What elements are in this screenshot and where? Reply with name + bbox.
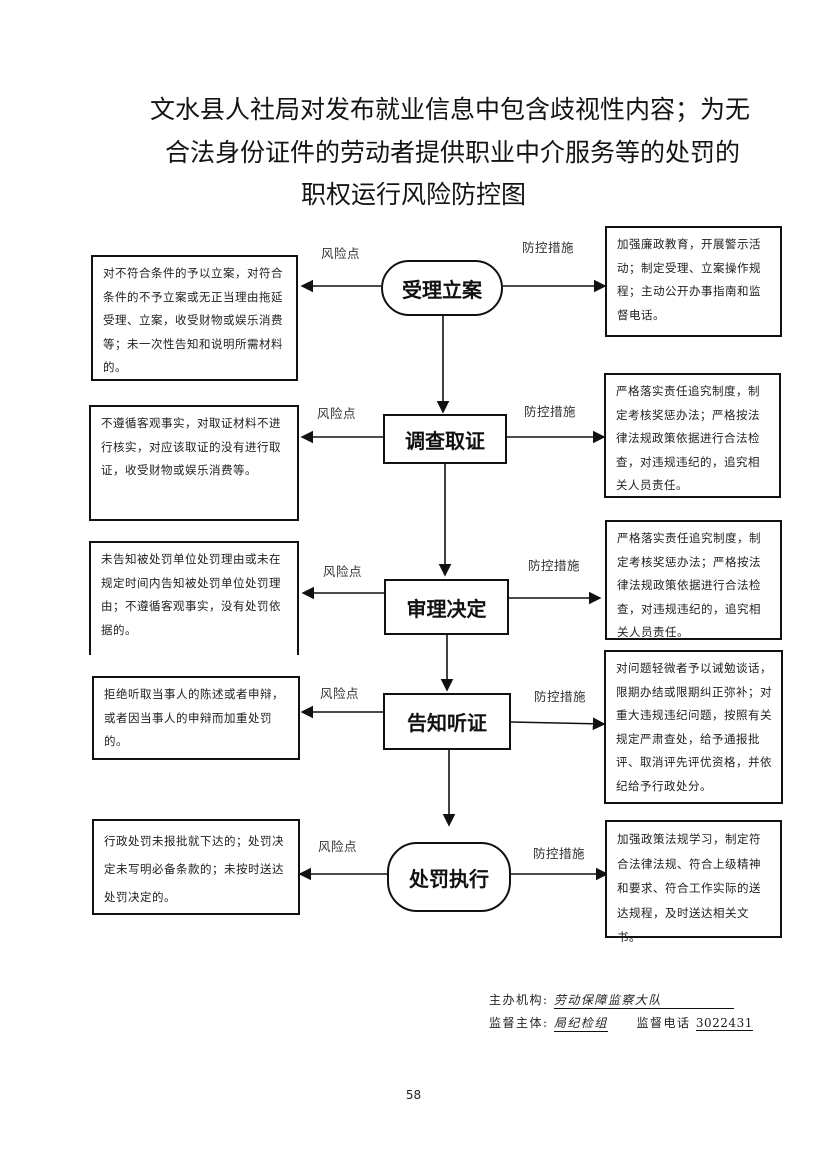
control-text-1: 加强廉政教育，开展警示活动；制定受理、立案操作规程；主动公开办事指南和监督电话。	[617, 237, 761, 322]
control-text-3: 严格落实责任追究制度，制定考核奖惩办法；严格按法律法规政策依据进行合法检查，对违…	[617, 531, 761, 639]
step-4-node: 告知听证	[383, 693, 511, 750]
title-line-3: 职权运行风险防控图	[300, 180, 526, 209]
page-number: 58	[405, 1088, 422, 1102]
organizer-label: 主办机构:	[489, 993, 549, 1007]
step-1-node: 受理立案	[381, 260, 503, 316]
control-label-5: 防控措施	[533, 846, 586, 861]
risk-label-4: 风险点	[320, 686, 360, 701]
organizer-value: 劳动保障监察大队	[553, 991, 734, 1009]
control-label-1: 防控措施	[522, 240, 575, 255]
control-arrow-4	[510, 717, 606, 731]
control-text-4: 对问题轻微者予以诫勉谈话，限期办结或限期纠正弥补；对重大违规违纪问题，按照有关规…	[616, 661, 772, 793]
control-box-5: 加强政策法规学习，制定符合法律法规、符合上级精神和要求、符合工作实际的送达规程，…	[605, 820, 782, 944]
step-4-label: 告知听证	[407, 711, 487, 735]
step-5-label: 处罚执行	[409, 866, 489, 891]
control-box-4: 对问题轻微者予以诫勉谈话，限期办结或限期纠正弥补；对重大违规违纪问题，按照有关规…	[604, 650, 783, 804]
risk-text-1: 对不符合条件的予以立案，对符合条件的不予立案或无正当理由拖延受理、立案，收受财物…	[103, 266, 283, 374]
risk-label-1: 风险点	[321, 246, 361, 261]
control-box-3: 严格落实责任追究制度，制定考核奖惩办法；严格按法律法规政策依据进行合法检查，对违…	[605, 520, 782, 640]
control-box-2: 严格落实责任追究制度，制定考核奖惩办法；严格按法律法规政策依据进行合法检查，对违…	[604, 373, 781, 498]
step-1-label: 受理立案	[402, 277, 482, 302]
risk-label-2: 风险点	[317, 406, 357, 421]
phone-value: 3022431	[695, 1016, 753, 1031]
supervisor-value: 局纪检组	[553, 1016, 608, 1032]
step-2-node: 调查取证	[383, 414, 507, 464]
risk-box-2: 不遵循客观事实，对取证材料不进行核实，对应该取证的没有进行取证，收受财物或娱乐消…	[89, 405, 299, 521]
control-box-1: 加强廉政教育，开展警示活动；制定受理、立案操作规程；主动公开办事指南和监督电话。	[605, 226, 782, 337]
risk-box-5: 行政处罚未报批就下达的；处罚决定未写明必备条款的；未按时送达处罚决定的。	[92, 819, 300, 915]
control-label-2: 防控措施	[524, 404, 577, 419]
control-text-2: 严格落实责任追究制度，制定考核奖惩办法；严格按法律法规政策依据进行合法检查，对违…	[616, 384, 760, 492]
step-3-node: 审理决定	[384, 579, 509, 635]
risk-text-4: 拒绝听取当事人的陈述或者申辩，或者因当事人的申辩而加重处罚的。	[104, 687, 284, 748]
supervisor-label: 监督主体:	[489, 1016, 549, 1030]
step-3-label: 审理决定	[406, 596, 487, 621]
risk-box-4: 拒绝听取当事人的陈述或者申辩，或者因当事人的申辩而加重处罚的。	[92, 676, 300, 760]
control-label-4: 防控措施	[534, 689, 587, 704]
title-line-2: 合法身份证件的劳动者提供职业中介服务等的处罚的	[165, 138, 741, 167]
risk-text-2: 不遵循客观事实，对取证材料不进行核实，对应该取证的没有进行取证，收受财物或娱乐消…	[101, 416, 281, 477]
risk-text-3: 未告知被处罚单位处罚理由或未在规定时间内告知被处罚单位处罚理由；不遵循客观事实，…	[101, 552, 281, 637]
control-text-5: 加强政策法规学习，制定符合法律法规、符合上级精神和要求、符合工作实际的送达规程，…	[617, 832, 761, 944]
organizer-value-text: 劳动保障监察大队	[553, 993, 662, 1007]
step-2-label: 调查取证	[405, 428, 485, 453]
risk-box-1: 对不符合条件的予以立案，对符合条件的不予立案或无正当理由拖延受理、立案，收受财物…	[91, 255, 298, 381]
phone-label: 监督电话	[636, 1016, 691, 1030]
supervisor-line: 监督主体: 局纪检组 监督电话 3022431	[489, 1014, 753, 1032]
title-line-1: 文水县人社局对发布就业信息中包含歧视性内容；为无	[150, 95, 751, 124]
risk-text-5: 行政处罚未报批就下达的；处罚决定未写明必备条款的；未按时送达处罚决定的。	[104, 834, 284, 904]
control-label-3: 防控措施	[528, 558, 581, 573]
risk-label-5: 风险点	[318, 839, 358, 854]
step-5-node: 处罚执行	[387, 842, 511, 912]
organizer-line: 主办机构: 劳动保障监察大队	[489, 991, 734, 1009]
risk-label-3: 风险点	[323, 564, 363, 579]
risk-box-3: 未告知被处罚单位处罚理由或未在规定时间内告知被处罚单位处罚理由；不遵循客观事实，…	[89, 541, 299, 655]
